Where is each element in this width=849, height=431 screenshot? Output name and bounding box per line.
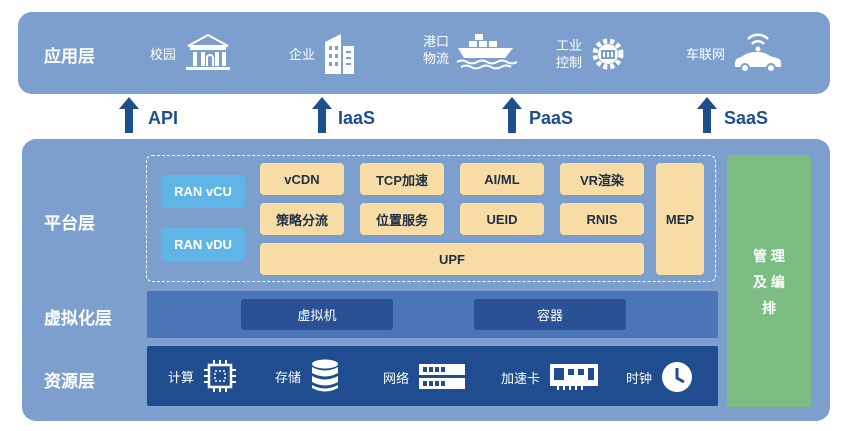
saas-label: SaaS [724, 108, 769, 128]
resource-layer-title: 资源层 [44, 372, 95, 391]
service-rnis: RNIS [560, 203, 644, 235]
resource-compute: 计算 [168, 358, 238, 394]
resource-storage-label: 存储 [275, 369, 302, 385]
network-switch-icon [419, 364, 466, 389]
app-port-logistics-line2: 物流 [423, 51, 450, 66]
cargo-ship-icon [456, 34, 518, 70]
resource-bar [147, 346, 718, 406]
app-campus-label: 校园 [150, 46, 177, 62]
service-location: 位置服务 [360, 203, 444, 235]
paas-label: PaaS [529, 108, 574, 128]
api-label: API [148, 108, 179, 128]
platform-dashed-group [146, 155, 716, 282]
mep-box: MEP [656, 163, 704, 275]
database-icon [312, 359, 339, 392]
accelerator-card-icon [550, 364, 599, 390]
industrial-gear-icon [592, 38, 624, 70]
application-layer-title: 应用层 [44, 47, 95, 66]
resource-storage: 存储 [275, 358, 341, 394]
upf-box: UPF [260, 243, 644, 275]
app-industrial-control-line1: 工业 [556, 38, 583, 53]
container-box: 容器 [474, 299, 626, 330]
saas-up-arrow-icon [697, 97, 717, 133]
virtualization-layer-title: 虚拟化层 [44, 309, 112, 328]
app-connected-vehicle-label: 车联网 [686, 46, 726, 62]
office-tower-icon [325, 34, 355, 74]
management-line2: 及 编 [753, 274, 785, 290]
management-line1: 管 理 [753, 248, 785, 264]
iaas-label: IaaS [338, 108, 376, 128]
resource-accelerator-label: 加速卡 [501, 370, 541, 386]
service-ai-ml: AI/ML [460, 163, 544, 195]
management-orchestration-column: 管 理 及 编 排 [727, 155, 811, 407]
clock-icon [662, 362, 693, 392]
service-vr-render: VR渲染 [560, 163, 644, 195]
resource-compute-label: 计算 [168, 369, 195, 385]
management-orchestration-label: 管 理 及 编 排 [727, 243, 811, 321]
app-enterprise-label: 企业 [289, 46, 316, 62]
application-layer-panel [18, 12, 830, 94]
app-industrial-control-line2: 控制 [556, 55, 583, 70]
app-port-logistics-label: 港口 物流 [423, 33, 449, 67]
resource-clock: 时钟 [626, 360, 694, 394]
management-line3: 排 [762, 300, 776, 316]
service-vcdn: vCDN [260, 163, 344, 195]
connected-car-icon [735, 33, 782, 73]
app-campus: 校园 [150, 32, 234, 74]
paas-up-arrow-icon [502, 97, 522, 133]
app-port-logistics: 港口 物流 [423, 30, 518, 70]
app-industrial-control: 工业 控制 [556, 34, 628, 74]
resource-accelerator: 加速卡 [501, 362, 600, 392]
service-traffic-steering: 策略分流 [260, 203, 344, 235]
app-port-logistics-line1: 港口 [423, 34, 450, 49]
resource-network-label: 网络 [383, 370, 410, 386]
iaas-up-arrow-icon [312, 97, 332, 133]
service-ueid: UEID [460, 203, 544, 235]
app-connected-vehicle: 车联网 [686, 30, 785, 76]
campus-building-icon [186, 33, 231, 70]
resource-clock-label: 时钟 [626, 370, 653, 386]
platform-layer-title: 平台层 [44, 214, 95, 233]
app-enterprise: 企业 [289, 30, 357, 76]
cpu-chip-icon [204, 360, 237, 392]
api-up-arrow-icon [119, 97, 139, 133]
app-industrial-control-label: 工业 控制 [556, 37, 582, 71]
service-tcp-accel: TCP加速 [360, 163, 444, 195]
virtualization-bar [147, 291, 718, 338]
virtual-machine-box: 虚拟机 [241, 299, 393, 330]
ran-vdu-box: RAN vDU [161, 228, 245, 261]
ran-vcu-box: RAN vCU [161, 175, 245, 208]
resource-network: 网络 [383, 362, 467, 392]
